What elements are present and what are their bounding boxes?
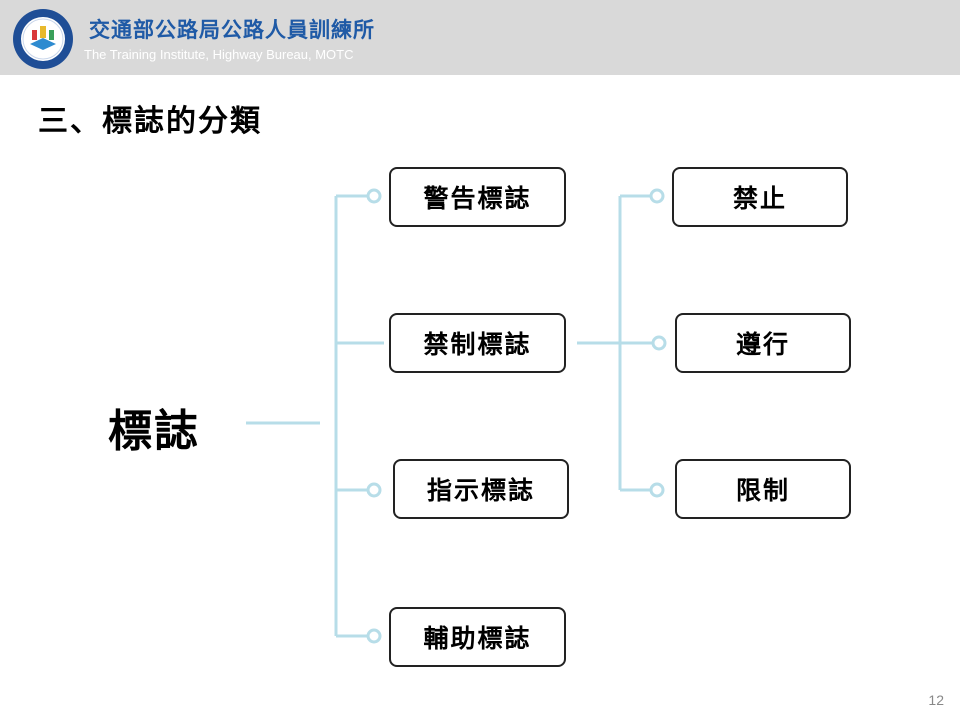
node-dot [649,482,665,498]
subcategory-mandatory: 遵行 [675,313,851,373]
root-node: 標誌 [108,406,200,457]
subcategory-prohibition: 禁止 [672,167,848,227]
category-guide-sign: 指示標誌 [393,459,569,519]
org-name-en: The Training Institute, Highway Bureau, … [84,47,354,62]
node-dot [366,188,382,204]
node-dot [651,335,667,351]
node-dot [366,628,382,644]
node-dot [366,482,382,498]
category-auxiliary-sign: 輔助標誌 [389,607,566,667]
node-dot [649,188,665,204]
org-name-zh: 交通部公路局公路人員訓練所 [89,18,375,42]
subcategory-restriction: 限制 [675,459,851,519]
header-bar: 交通部公路局公路人員訓練所 The Training Institute, Hi… [0,0,960,75]
page-number: 12 [928,692,944,708]
category-regulatory-sign: 禁制標誌 [389,313,566,373]
slide-title: 三、標誌的分類 [38,104,262,139]
institute-logo [12,8,74,70]
category-warning-sign: 警告標誌 [389,167,566,227]
